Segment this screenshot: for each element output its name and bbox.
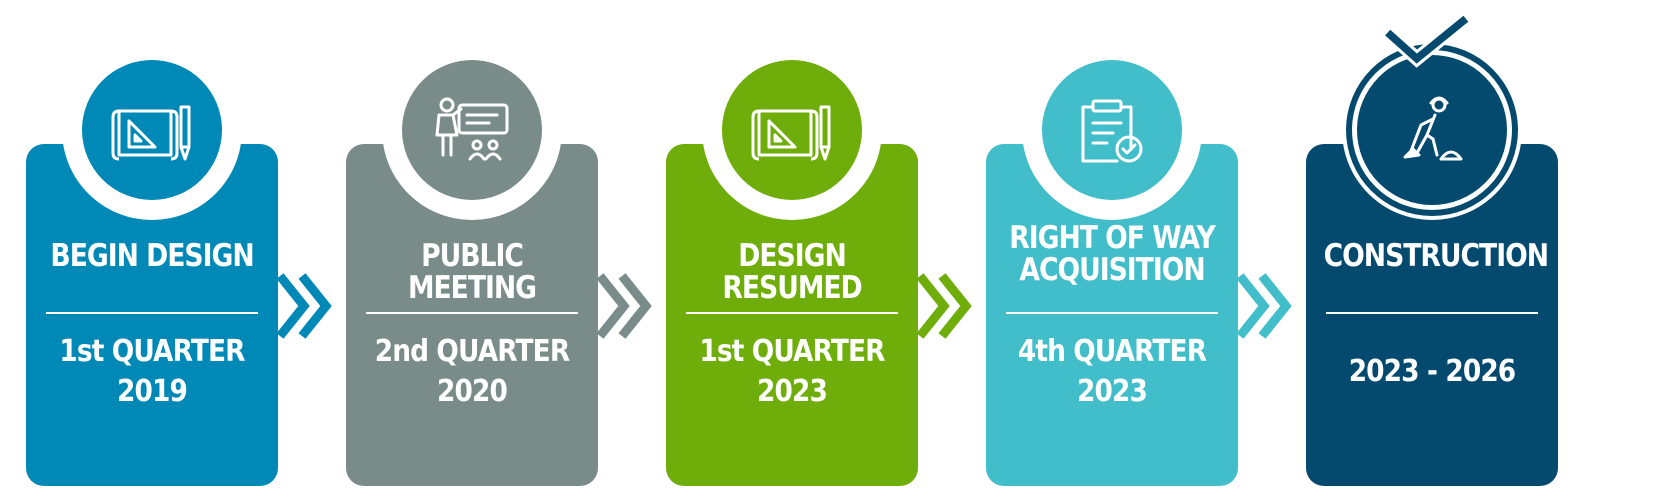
step-date: 2nd QUARTER 2020 [374,334,570,409]
step-title: DESIGN RESUMED [722,238,862,306]
blueprint-icon [751,105,831,161]
presentation-icon [435,97,509,161]
blueprint-icon [111,105,191,161]
icon-badge [1352,50,1512,210]
divider [1006,312,1218,314]
chevron-right-icon [1236,273,1292,339]
chevron-right-icon [596,273,652,339]
step-title: BEGIN DESIGN [50,238,254,274]
icon-badge [1042,60,1182,200]
icon-badge [82,60,222,200]
step-date: 2023 - 2026 [1348,354,1517,389]
icon-badge [722,60,862,200]
chevron-right-icon [916,273,972,339]
step-date: 1st QUARTER 2023 [699,334,885,409]
divider [686,312,898,314]
divider [366,312,578,314]
step-date: 1st QUARTER 2019 [59,334,245,409]
checkmark-icon [1383,13,1471,68]
construction-worker-icon [1403,96,1463,161]
step-title: PUBLIC MEETING [407,238,537,306]
step-title: CONSTRUCTION [1323,238,1549,274]
step-card-4: RIGHT OF WAY ACQUISITION 4th QUARTER 202… [986,144,1238,486]
divider [46,312,258,314]
icon-badge [402,60,542,200]
clipboard-check-icon [1081,99,1143,163]
divider [1326,312,1538,314]
step-date: 4th QUARTER 2023 [1017,334,1207,409]
chevron-right-icon [276,273,332,339]
step-title: RIGHT OF WAY ACQUISITION [1009,220,1216,288]
